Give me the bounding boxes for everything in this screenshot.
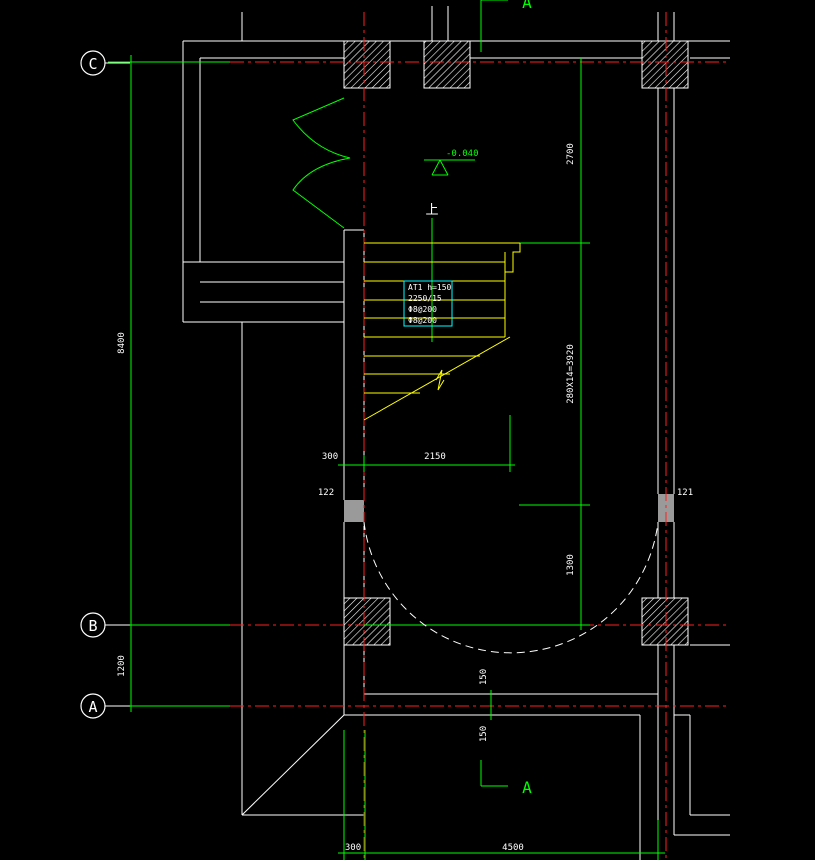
columns: [343, 40, 689, 646]
tag-left: 122: [318, 488, 334, 498]
grid-label-c: C: [88, 55, 97, 73]
level-label: -0.040: [446, 149, 479, 159]
walls: [182, 6, 730, 860]
dim-flight-width: 2150: [424, 452, 446, 462]
stair-note-line3: Φ8@200: [408, 305, 437, 314]
column-b-2: [641, 597, 689, 646]
landing-arc: [363, 521, 659, 654]
dim-flight-length: 280X14=3920: [566, 344, 576, 404]
section-mark-top: A: [522, 0, 532, 12]
dim-upper-clear: 2700: [566, 143, 576, 165]
dim-bottom-width: 4500: [502, 843, 524, 853]
stair-note-line2: 2250/15: [408, 294, 442, 303]
dim-overall-height: 8400: [117, 332, 127, 354]
stair-direction-label: 上: [425, 203, 438, 218]
column-c-2: [423, 40, 471, 89]
grid-label-b: B: [88, 617, 97, 635]
dim-bottom-left: 300: [345, 843, 361, 853]
section-mark-bottom: A: [522, 778, 532, 797]
dim-landing: 1300: [566, 554, 576, 576]
dim-slab-bottom: 150: [479, 726, 489, 742]
tag-right: 121: [677, 488, 693, 498]
dim-lower-span: 1200: [117, 655, 127, 677]
column-b-1: [343, 597, 391, 646]
door-swing: [292, 97, 351, 229]
stair-note-box: [403, 280, 453, 327]
stair-flight: [363, 242, 521, 421]
wall-marker-left: [344, 500, 364, 522]
stair-note-line4: Φ8@200: [408, 316, 437, 325]
stair-note-line1: AT1 h=150: [408, 283, 452, 292]
column-c-3: [641, 40, 689, 89]
dim-left-wall: 300: [322, 452, 338, 462]
grid-bubble-c: C: [80, 50, 106, 76]
grid-bubble-b: B: [80, 612, 106, 638]
dim-slab-top: 150: [479, 669, 489, 685]
dimension-lines: [108, 0, 665, 860]
grid-label-a: A: [88, 698, 97, 716]
column-c-1: [343, 40, 391, 89]
grid-bubble-a: A: [80, 693, 106, 719]
